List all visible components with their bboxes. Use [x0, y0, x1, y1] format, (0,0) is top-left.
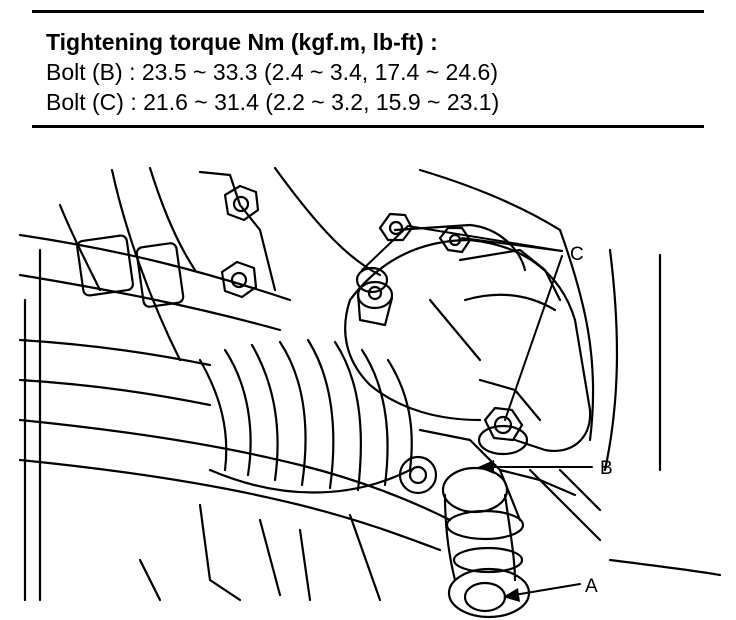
rack-boot-bellows — [198, 338, 413, 494]
torque-spec-bolt-b: Bolt (B) : 23.5 ~ 33.3 (2.4 ~ 3.4, 17.4 … — [46, 59, 498, 85]
leader-a — [507, 583, 581, 597]
bolt-c-left — [355, 266, 394, 327]
gear-housing — [344, 223, 592, 522]
torque-spec-heading: Tightening torque Nm (kgf.m, lb-ft) : — [46, 29, 438, 55]
arrowhead-b — [478, 460, 494, 474]
bolt-b — [477, 406, 529, 456]
leader-c-to-middle-bolt — [461, 237, 563, 252]
callout-label-c: C — [570, 244, 584, 265]
tie-rod-end-joint — [398, 455, 531, 619]
callout-label-b: B — [600, 458, 613, 479]
steering-gear-diagram: C B A — [18, 166, 722, 619]
hex-bolt-lower-left — [220, 260, 258, 299]
callout-label-a: A — [585, 576, 598, 597]
spec-bottom-rule — [32, 125, 704, 128]
tie-rod — [18, 418, 452, 552]
spec-top-rule — [32, 10, 704, 13]
hex-bolt-upper-left — [223, 184, 260, 222]
leader-c-to-bolt-b — [504, 255, 563, 421]
arrowhead-a — [503, 588, 520, 602]
torque-spec-box: Tightening torque Nm (kgf.m, lb-ft) : Bo… — [32, 10, 704, 128]
steering-rack-tube — [18, 233, 292, 407]
subframe-outline — [23, 166, 722, 602]
torque-spec-bolt-c: Bolt (C) : 21.6 ~ 31.4 (2.2 ~ 3.2, 15.9 … — [46, 89, 500, 115]
bolt-c-upper — [378, 212, 414, 242]
leader-c-to-left-bolt — [361, 225, 409, 271]
